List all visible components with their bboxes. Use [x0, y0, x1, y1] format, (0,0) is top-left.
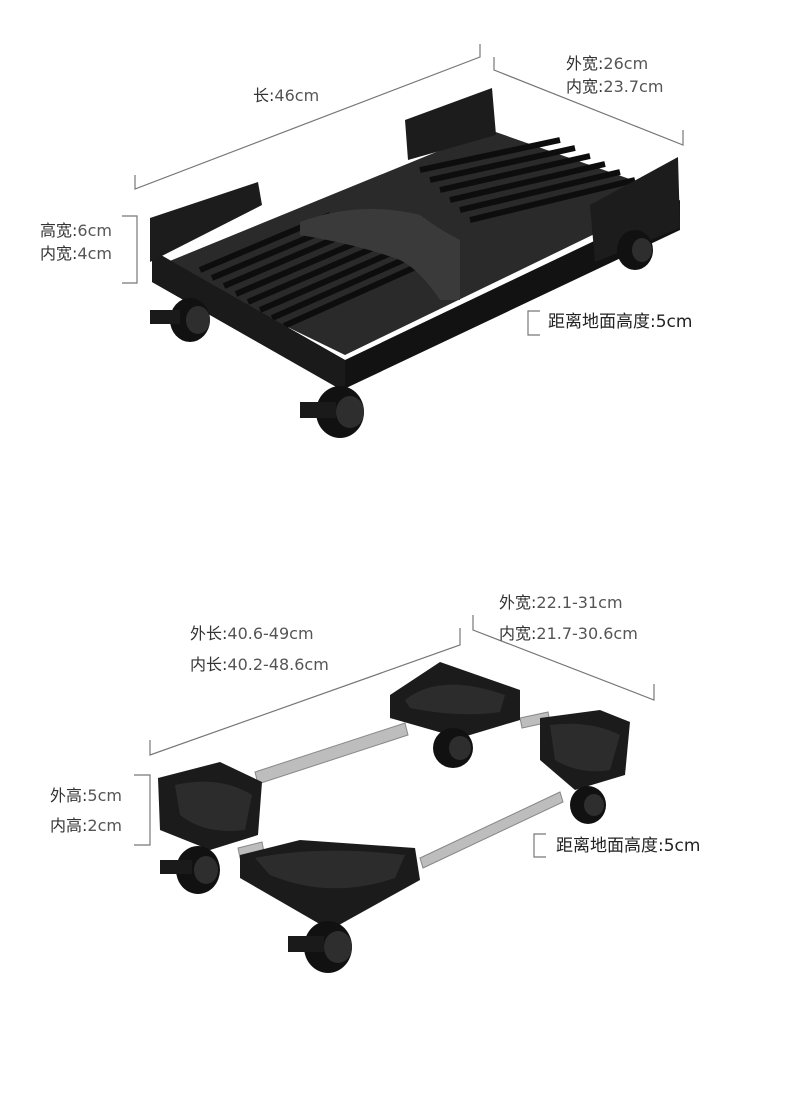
- outer-width-key: 外宽:: [566, 54, 604, 73]
- inner-width-key-2: 内宽:: [499, 624, 537, 643]
- outer-width-value: 26cm: [603, 54, 649, 73]
- inner-width-label: 内宽:23.7cm: [566, 77, 663, 97]
- outer-width-label: 外宽:26cm: [566, 54, 648, 74]
- ground-clearance-label-2: 距离地面高度:5cm: [556, 836, 701, 856]
- inner-length-label: 内长:40.2-48.6cm: [190, 655, 329, 675]
- outer-height-label: 高宽:6cm: [40, 221, 112, 241]
- length-label: 长:46cm: [253, 86, 319, 106]
- outer-width-key-2: 外宽:: [499, 593, 537, 612]
- outer-height-key: 高宽:: [40, 221, 78, 240]
- inner-height-value: 4cm: [77, 244, 112, 263]
- outer-width-value-2: 22.1-31cm: [536, 593, 623, 612]
- outer-width-label-2: 外宽:22.1-31cm: [499, 593, 623, 613]
- cart-solid-stand: [150, 88, 680, 392]
- inner-height-label-2: 内高:2cm: [50, 816, 122, 836]
- outer-height-key-2: 外高:: [50, 786, 88, 805]
- inner-height-label: 内宽:4cm: [40, 244, 112, 264]
- outer-length-value: 40.6-49cm: [227, 624, 314, 643]
- ground-clearance-label: 距离地面高度:5cm: [548, 312, 693, 332]
- outer-height-value: 6cm: [77, 221, 112, 240]
- casters-2: [160, 728, 606, 973]
- inner-length-value: 40.2-48.6cm: [227, 655, 329, 674]
- casters-1: [150, 230, 653, 438]
- inner-length-key: 内长:: [190, 655, 228, 674]
- outer-length-label: 外长:40.6-49cm: [190, 624, 314, 644]
- inner-width-key: 内宽:: [566, 77, 604, 96]
- dimension-lines-2: [134, 615, 655, 858]
- inner-height-value-2: 2cm: [87, 816, 122, 835]
- corner-brackets: [158, 662, 630, 930]
- inner-width-label-2: 内宽:21.7-30.6cm: [499, 624, 638, 644]
- inner-width-value: 23.7cm: [603, 77, 664, 96]
- length-value: 46cm: [274, 86, 320, 105]
- inner-width-value-2: 21.7-30.6cm: [536, 624, 638, 643]
- inner-height-key-2: 内高:: [50, 816, 88, 835]
- dimension-lines-1: [122, 44, 684, 336]
- outer-height-label-2: 外高:5cm: [50, 786, 122, 806]
- outer-height-value-2: 5cm: [87, 786, 122, 805]
- inner-height-key: 内宽:: [40, 244, 78, 263]
- length-key: 长:: [253, 86, 275, 105]
- outer-length-key: 外长:: [190, 624, 228, 643]
